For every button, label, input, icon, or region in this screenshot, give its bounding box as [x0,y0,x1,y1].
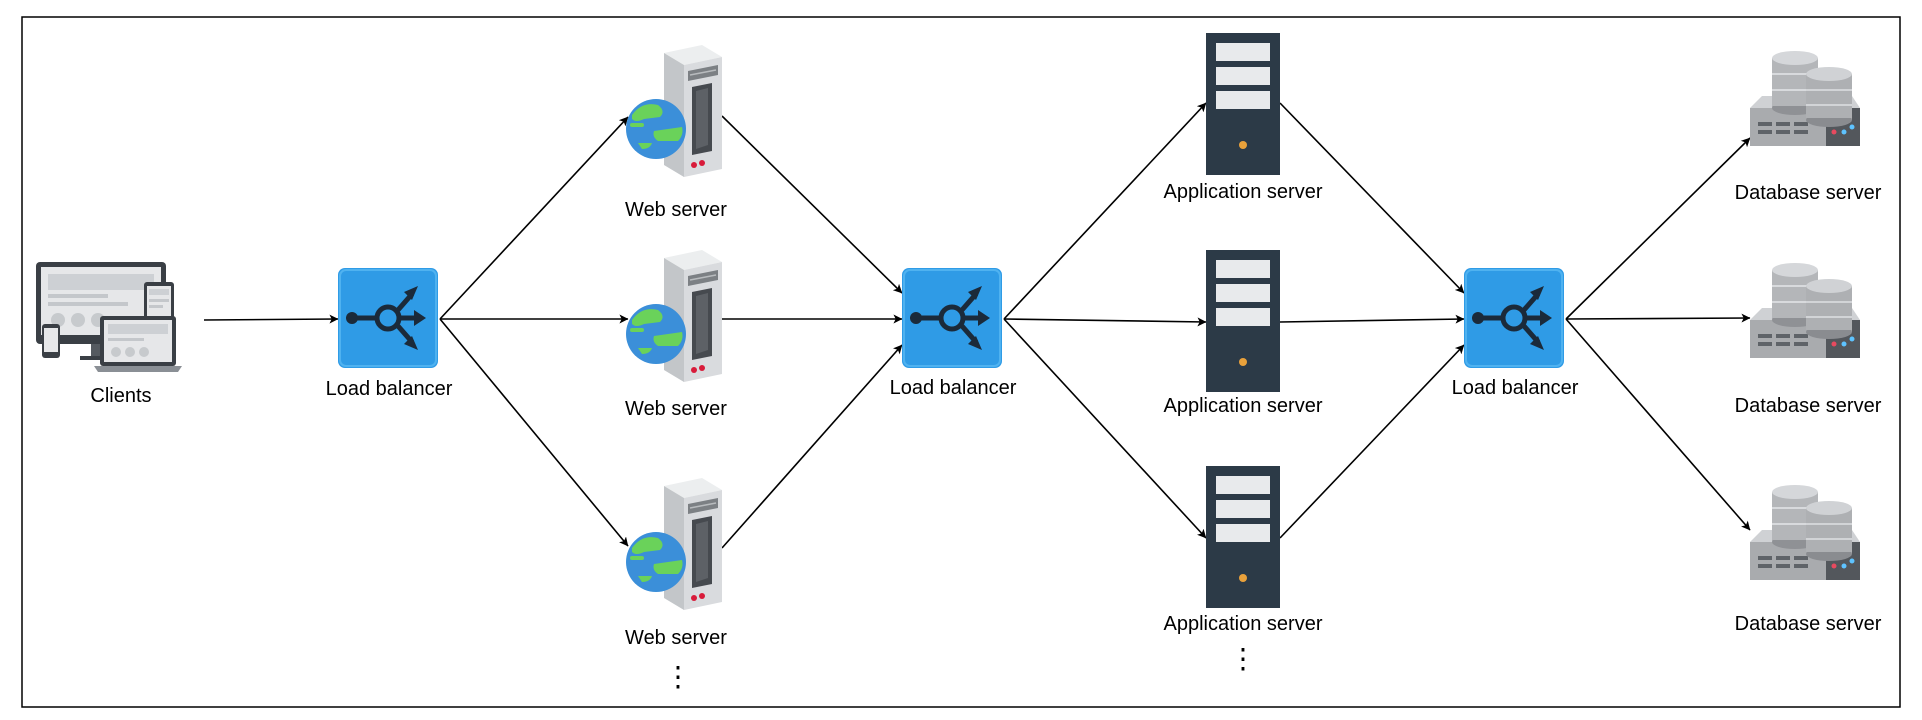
web-server-2: Web server [625,249,727,420]
database-server-label: Database server [1735,395,1882,417]
application-server-label: Application server [1164,181,1323,203]
web-server-label: Web server [625,199,727,221]
edge-web1-lb2 [721,115,903,294]
edge-lb3-db3 [1565,318,1751,531]
database-server-2: Database server [1735,262,1882,417]
web-server-icon [625,44,723,178]
application-server-ellipsis: ⋮ [1229,643,1257,674]
load-balancer-3: Load balancer [1452,268,1579,399]
edge-app1-lb3 [1279,102,1465,294]
edge-lb1-web1 [439,116,629,320]
clients-label: Clients [90,385,151,407]
web-server-label: Web server [625,398,727,420]
edge-lb2-app2 [1003,317,1207,327]
edge-web3-lb2 [721,344,903,549]
edge-lb2-app3 [1003,318,1207,539]
web-server-1: Web server [625,44,727,221]
load-balancer-label: Load balancer [1452,377,1579,399]
database-server-3: Database server [1735,484,1882,635]
application-server-3: Application server ⋮ [1164,466,1323,674]
application-server-icon [1206,250,1280,392]
database-server-label: Database server [1735,613,1882,635]
web-server-ellipsis: ⋮ [664,661,692,692]
diagram-frame [21,16,1901,708]
load-balancer-icon [1464,268,1564,368]
edge-app3-lb3 [1279,344,1465,539]
web-server-icon [625,477,723,611]
load-balancer-label: Load balancer [890,377,1017,399]
database-server-label: Database server [1735,182,1882,204]
application-server-icon [1206,33,1280,175]
web-server-label: Web server [625,627,727,649]
database-server-1: Database server [1735,50,1882,204]
clients-node: Clients [36,262,182,407]
edge-lb3-db2 [1565,313,1751,323]
edge-lb2-app1 [1003,102,1207,320]
application-server-label: Application server [1164,613,1323,635]
web-server-icon [625,249,723,383]
application-server-label: Application server [1164,395,1323,417]
edge-clients-lb1 [203,314,339,324]
database-server-icon [1749,484,1861,581]
load-balancer-icon [338,268,438,368]
load-balancer-icon [902,268,1002,368]
edge-lb1-web3 [439,318,629,547]
application-server-2: Application server [1164,250,1323,417]
edge-app2-lb3 [1279,314,1465,324]
connections [203,102,1751,549]
database-server-icon [1749,262,1861,359]
web-server-3: Web server ⋮ [625,477,727,692]
edge-lb3-db1 [1565,137,1751,320]
clients-icon [36,262,182,372]
database-server-icon [1749,50,1861,147]
application-server-1: Application server [1164,33,1323,203]
load-balancer-label: Load balancer [326,378,453,400]
application-server-icon [1206,466,1280,608]
load-balancer-1: Load balancer [326,268,453,400]
load-balancer-2: Load balancer [890,268,1017,399]
